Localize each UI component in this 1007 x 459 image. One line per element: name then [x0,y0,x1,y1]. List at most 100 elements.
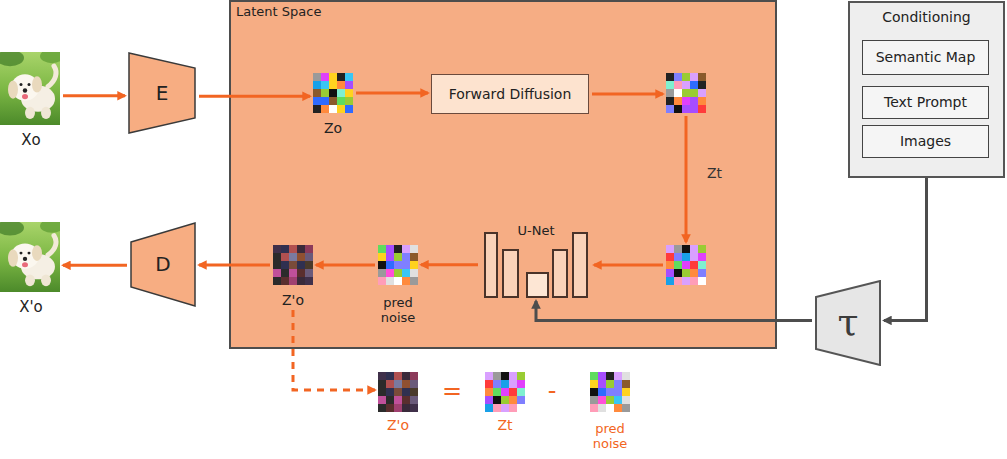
tensor-cell [509,388,517,396]
tensor-cell [606,388,614,396]
tensor-cell [485,404,493,412]
equation-grid: pred noise [585,372,635,458]
tensor-cell [386,269,394,277]
tensor-cell [386,245,394,253]
tensor-cell [394,380,402,388]
node-label: U-Net [481,224,591,239]
latent-tensor [485,372,525,412]
tensor-cell [313,105,321,113]
tensor-cell [698,73,706,81]
tensor-cell [598,380,606,388]
tensor-cell [321,81,329,89]
node-label: X'o [0,299,62,316]
tensor-cell [666,253,674,261]
tensor-cell [281,269,289,277]
latent-grid: Zo [311,73,355,137]
tensor-cell [598,404,606,412]
tensor-cell [337,73,345,81]
tensor-cell [289,245,297,253]
tensor-cell [394,245,402,253]
tensor-cell [698,81,706,89]
tensor-cell [493,380,501,388]
tensor-cell [410,372,418,380]
tensor-cell [394,388,402,396]
tensor-cell [394,269,402,277]
tensor-cell [493,404,501,412]
trapezoid-outline [816,281,880,365]
tensor-cell [698,105,706,113]
tensor-cell [305,269,313,277]
input-image: Xo [0,52,62,152]
latent-tensor [666,245,706,285]
tensor-cell [682,253,690,261]
tensor-cell [690,89,698,97]
node-label: Xo [0,132,62,149]
tensor-cell [402,372,410,380]
tensor-cell [606,396,614,404]
tensor-cell [666,97,674,105]
tensor-cell [614,404,622,412]
tensor-cell [321,105,329,113]
tensor-cell [682,105,690,113]
unet-layer-bar [573,233,587,297]
node-label: Z'o [373,417,423,433]
tensor-cell [614,396,622,404]
tensor-cell [394,261,402,269]
tensor-cell [606,380,614,388]
tensor-cell [682,73,690,81]
tensor-cell [682,277,690,285]
tensor-cell [590,404,598,412]
tensor-cell [402,380,410,388]
tensor-cell [509,372,517,380]
latent-tensor [590,372,630,412]
tensor-cell [345,81,353,89]
latent-grid: Z'o [268,245,318,307]
decoder-block: D [130,222,196,307]
tensor-cell [394,372,402,380]
flow-arrow [63,264,127,267]
tensor-cell [329,97,337,105]
tensor-cell [378,261,386,269]
node-label: Zt [480,417,530,433]
tensor-cell [321,89,329,97]
tensor-cell [698,277,706,285]
tensor-cell [690,73,698,81]
tensor-cell [606,372,614,380]
tensor-cell [666,261,674,269]
tensor-cell [666,269,674,277]
tensor-cell [606,404,614,412]
node-label: Z'o [268,292,318,308]
tensor-cell [622,404,630,412]
tensor-cell [410,388,418,396]
tensor-cell [273,277,281,285]
tensor-cell [386,404,394,412]
tensor-cell [501,372,509,380]
tensor-cell [281,277,289,285]
equation-grid: Z'o [373,372,423,436]
tensor-cell [289,269,297,277]
tensor-cell [410,380,418,388]
latent-tensor [313,73,353,113]
tensor-cell [345,97,353,105]
tensor-cell [590,372,598,380]
tensor-cell [614,388,622,396]
tensor-cell [485,396,493,404]
tensor-cell [313,89,321,97]
tensor-cell [394,396,402,404]
tensor-cell [402,396,410,404]
tensor-cell [378,253,386,261]
latent-tensor [378,372,418,412]
tensor-cell [485,372,493,380]
tensor-cell [345,105,353,113]
tensor-cell [281,245,289,253]
tensor-cell [386,253,394,261]
unet-layer-bar [553,250,567,297]
tensor-cell [698,89,706,97]
unet-layer-bar [503,250,518,297]
condition-item: Text Prompt [862,86,989,119]
tensor-cell [386,396,394,404]
tensor-cell [690,97,698,105]
tensor-cell [501,404,509,412]
tensor-cell [598,388,606,396]
conditioning-panel: ConditioningSemantic MapText PromptImage… [848,1,1005,178]
